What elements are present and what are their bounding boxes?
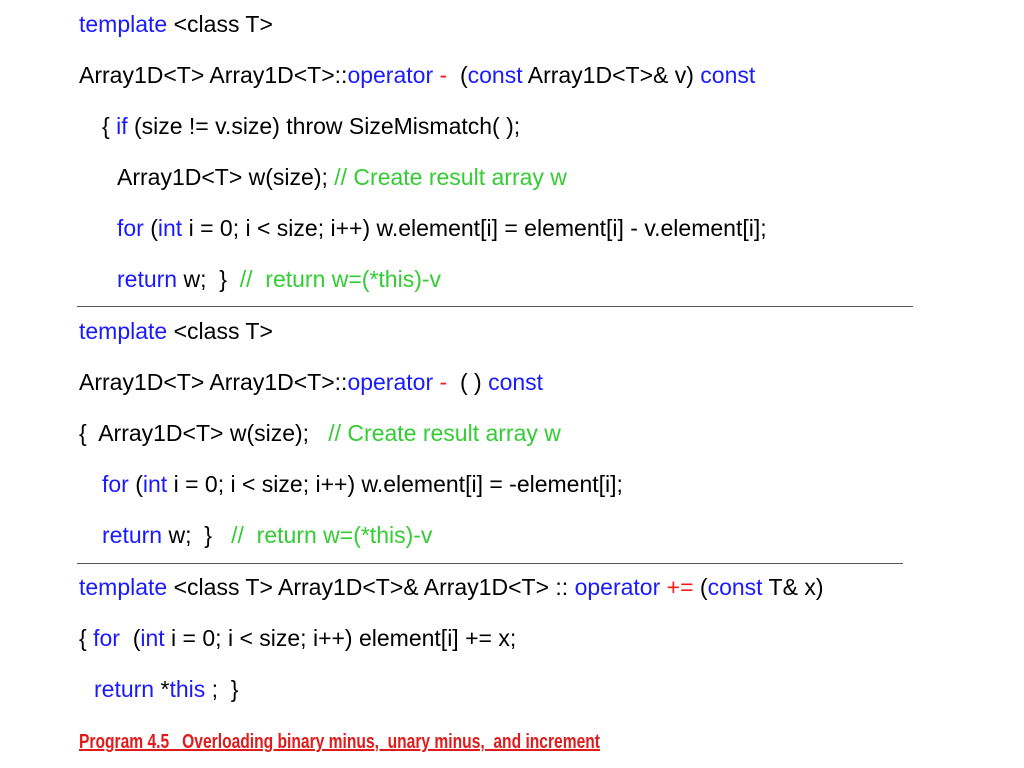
- code-text-token: ; }: [205, 676, 239, 702]
- code-text-token: (size != v.size) throw SizeMismatch( );: [127, 113, 521, 139]
- code-text-token: Array1D<T> Array1D<T>::: [79, 369, 348, 395]
- code-text-token: T& x): [762, 574, 824, 600]
- keyword-token: int: [140, 625, 165, 651]
- keyword-token: int: [142, 471, 168, 497]
- b1-signature-line: Array1D<T> Array1D<T>::operator - (const…: [79, 60, 755, 90]
- code-text-token: <class T>: [167, 318, 273, 344]
- keyword-token: const: [700, 62, 756, 88]
- code-text-token: w; }: [162, 522, 232, 548]
- program-caption: Program 4.5 Overloading binary minus, un…: [79, 731, 601, 753]
- keyword-token: return: [117, 266, 178, 292]
- b3-return-line: return *this ; }: [94, 674, 238, 704]
- keyword-token: operator: [574, 574, 661, 600]
- code-text-token: i = 0; i < size; i++) element[i] += x;: [164, 625, 517, 651]
- code-text-token: <class T> Array1D<T>& Array1D<T> ::: [167, 574, 575, 600]
- code-text-token: w; }: [177, 266, 240, 292]
- comment-token: // return w=(*this)-v: [231, 522, 433, 548]
- b1-decl-line: Array1D<T> w(size); // Create result arr…: [117, 162, 567, 192]
- keyword-token: return: [94, 676, 155, 702]
- comment-token: // Create result array w: [328, 420, 561, 446]
- keyword-token: operator: [347, 62, 434, 88]
- operator-token: -: [439, 62, 448, 88]
- keyword-token: operator: [347, 369, 434, 395]
- keyword-token: this: [169, 676, 206, 702]
- keyword-token: int: [157, 215, 183, 241]
- code-text-token: Array1D<T>& v): [522, 62, 701, 88]
- keyword-token: const: [707, 574, 763, 600]
- code-text-token: {: [79, 625, 94, 651]
- code-text-token: *: [154, 676, 170, 702]
- code-text-token: Array1D<T> Array1D<T>::: [79, 62, 348, 88]
- keyword-token: if: [116, 113, 128, 139]
- b3-for-line: { for (int i = 0; i < size; i++) element…: [79, 623, 516, 653]
- keyword-token: template: [79, 11, 168, 37]
- code-text-token: (: [693, 574, 708, 600]
- keyword-token: for: [93, 625, 120, 651]
- keyword-token: const: [467, 62, 523, 88]
- code-text-token: i = 0; i < size; i++) w.element[i] = -el…: [167, 471, 623, 497]
- code-text-token: { Array1D<T> w(size);: [79, 420, 329, 446]
- comment-token: // return w=(*this)-v: [239, 266, 442, 292]
- divider-2: [77, 563, 903, 564]
- code-text-token: Array1D<T> w(size);: [117, 164, 335, 190]
- comment-token: // Create result array w: [334, 164, 567, 190]
- b1-if-line: { if (size != v.size) throw SizeMismatch…: [102, 111, 520, 141]
- b2-return-line: return w; } // return w=(*this)-v: [102, 520, 432, 550]
- operator-token: +=: [666, 574, 694, 600]
- code-text-token: (: [143, 215, 158, 241]
- code-text-token: (: [128, 471, 143, 497]
- keyword-token: template: [79, 318, 168, 344]
- b2-template-line: template <class T>: [79, 316, 273, 346]
- b1-template-line: template <class T>: [79, 9, 273, 39]
- code-text-token: ( ): [447, 369, 489, 395]
- b2-decl-line: { Array1D<T> w(size); // Create result a…: [79, 418, 561, 448]
- code-text-token: i = 0; i < size; i++) w.element[i] = ele…: [182, 215, 767, 241]
- b3-signature-line: template <class T> Array1D<T>& Array1D<T…: [79, 572, 823, 602]
- code-text-token: {: [102, 113, 117, 139]
- code-text-token: (: [119, 625, 141, 651]
- code-text-token: (: [447, 62, 468, 88]
- operator-token: -: [439, 369, 448, 395]
- keyword-token: const: [488, 369, 544, 395]
- divider-1: [77, 306, 913, 307]
- b2-signature-line: Array1D<T> Array1D<T>::operator - ( ) co…: [79, 367, 543, 397]
- keyword-token: for: [102, 471, 129, 497]
- b1-return-line: return w; } // return w=(*this)-v: [117, 264, 441, 294]
- keyword-token: template: [79, 574, 168, 600]
- code-text-token: <class T>: [167, 11, 273, 37]
- b2-for-line: for (int i = 0; i < size; i++) w.element…: [102, 469, 623, 499]
- b1-for-line: for (int i = 0; i < size; i++) w.element…: [117, 213, 767, 243]
- keyword-token: for: [117, 215, 144, 241]
- keyword-token: return: [102, 522, 163, 548]
